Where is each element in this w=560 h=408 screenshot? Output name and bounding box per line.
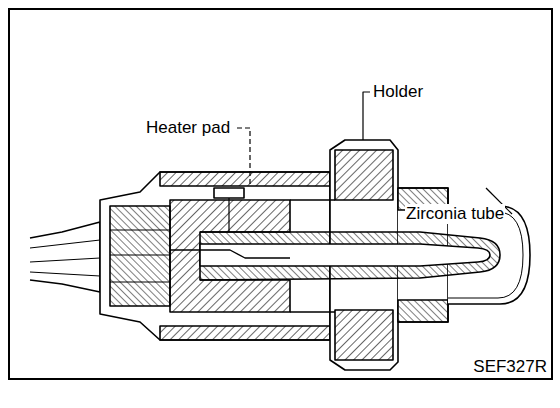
housing-wall-top: [160, 172, 330, 186]
cable: [30, 222, 100, 292]
housing-wall-bottom: [160, 326, 330, 340]
heater-pad: [214, 188, 244, 198]
leader-line: [363, 92, 370, 140]
grommet: [110, 206, 170, 306]
heater-lead: [170, 250, 290, 258]
figure-code: SEF327R: [472, 357, 548, 377]
leader-line: [237, 128, 250, 186]
cable-wires: [30, 240, 100, 276]
part-label: Holder: [372, 82, 424, 102]
heater-contact: [228, 198, 229, 232]
holder-section-top: [335, 150, 393, 200]
terminal-leads: [110, 230, 170, 282]
zirconia-tube: [200, 232, 500, 280]
holder-section-bottom: [335, 310, 393, 360]
frame-border: [9, 9, 552, 379]
zirconia-tube-bore: [200, 244, 490, 266]
part-label: Heater pad: [145, 118, 231, 138]
part-label: Zirconia tube: [405, 204, 505, 224]
thread-section-bottom: [398, 300, 448, 322]
